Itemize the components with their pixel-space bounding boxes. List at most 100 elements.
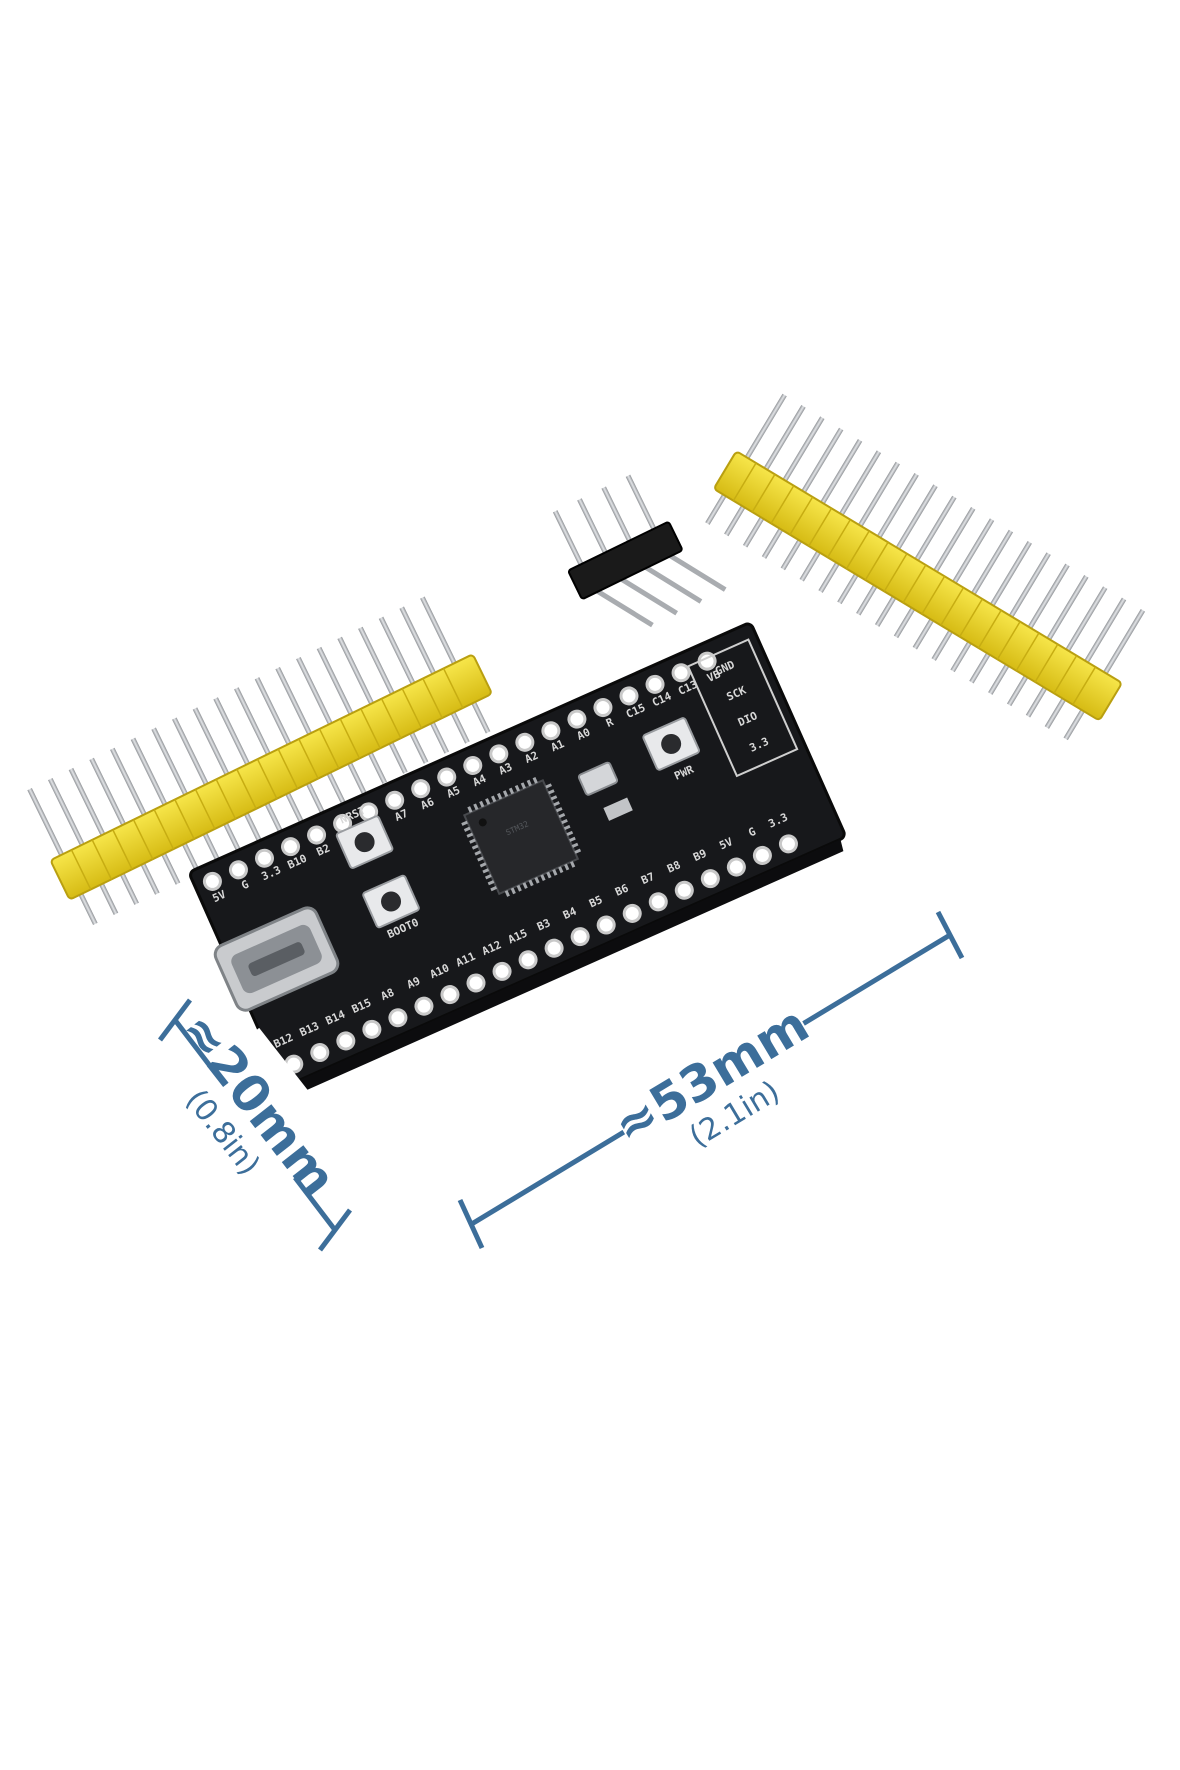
header-segment bbox=[194, 789, 216, 830]
chip-leg bbox=[469, 838, 476, 844]
header-segment bbox=[883, 553, 908, 592]
pin-label: A5 bbox=[445, 784, 462, 801]
pin-label: A6 bbox=[419, 795, 437, 812]
small-component bbox=[603, 797, 633, 821]
pin-hole bbox=[570, 927, 590, 947]
pin-hole bbox=[515, 732, 535, 752]
chip-leg bbox=[558, 813, 566, 819]
pin-hole bbox=[385, 790, 405, 810]
chip-leg bbox=[477, 856, 484, 862]
pin-label: B6 bbox=[613, 881, 631, 898]
chip-leg bbox=[463, 826, 471, 832]
pin-hole bbox=[674, 880, 694, 900]
header-segment bbox=[442, 668, 464, 709]
header-segment bbox=[401, 688, 423, 729]
user-button: PWR bbox=[642, 717, 700, 783]
pin-label: B9 bbox=[691, 847, 708, 864]
chip-leg bbox=[534, 876, 540, 884]
chip-leg bbox=[522, 882, 528, 889]
header-segment bbox=[298, 738, 319, 779]
pin-hole bbox=[752, 845, 772, 865]
pin-hole bbox=[414, 996, 434, 1016]
chip-leg bbox=[547, 789, 555, 795]
pin-hole bbox=[622, 903, 642, 923]
pin-hole bbox=[254, 848, 274, 868]
pin-hole bbox=[567, 709, 587, 729]
chip-leg bbox=[490, 886, 498, 892]
chip-leg bbox=[570, 861, 576, 868]
chip-leg bbox=[479, 862, 487, 868]
small-angled-header bbox=[552, 474, 727, 628]
header-segment bbox=[318, 728, 340, 769]
usb-c-connector bbox=[213, 906, 340, 1012]
chip-leg bbox=[485, 798, 491, 805]
angled-pin bbox=[577, 498, 613, 564]
pin-label: G bbox=[746, 825, 758, 840]
chip-leg bbox=[546, 871, 552, 879]
pin-hole bbox=[492, 961, 512, 981]
pin-hole bbox=[463, 755, 483, 775]
header-segment bbox=[380, 698, 402, 739]
header-segment bbox=[864, 541, 889, 581]
pin-label: B3 bbox=[535, 916, 552, 933]
pcb-board: 5VG3.3B10B2B1B0A7A6A5A4A3A2A1A0RC15C14C1… bbox=[189, 622, 846, 1102]
chip-leg bbox=[564, 863, 570, 871]
pin-label: B2 bbox=[315, 841, 332, 858]
header-segment bbox=[153, 809, 175, 850]
pin-hole bbox=[440, 985, 460, 1005]
pin-label: A1 bbox=[549, 737, 567, 754]
header-segment bbox=[256, 758, 278, 800]
chip-leg bbox=[558, 866, 564, 874]
angled-pin bbox=[625, 474, 661, 540]
pin-label: A7 bbox=[393, 807, 410, 824]
chip-leg bbox=[550, 795, 558, 801]
pin-hole bbox=[593, 698, 613, 718]
header-segment bbox=[808, 507, 833, 547]
header-segment bbox=[770, 485, 795, 524]
pin-hole bbox=[619, 686, 639, 706]
pin-label: B8 bbox=[665, 858, 682, 875]
pin-hole bbox=[281, 837, 301, 857]
pin-hole bbox=[648, 892, 668, 912]
pin-label: A0 bbox=[575, 726, 592, 743]
header-segment bbox=[1072, 666, 1097, 706]
pin-hole bbox=[202, 871, 222, 891]
crystal bbox=[577, 761, 619, 796]
header-segment bbox=[845, 530, 870, 570]
chip-leg bbox=[545, 783, 552, 789]
header-segment bbox=[940, 587, 965, 626]
header-segment bbox=[789, 496, 814, 536]
left-pin-header bbox=[27, 596, 492, 926]
chip-leg bbox=[479, 800, 485, 808]
angled-pin-leg bbox=[614, 573, 679, 616]
header-segment bbox=[91, 839, 113, 880]
header-segment bbox=[959, 598, 983, 638]
header-segment bbox=[1053, 655, 1078, 694]
pin-label: B7 bbox=[639, 870, 656, 887]
header-segment bbox=[132, 819, 154, 860]
chip-leg bbox=[510, 887, 516, 895]
chip-leg bbox=[566, 830, 574, 836]
chip-leg bbox=[474, 850, 482, 856]
pin-label: B5 bbox=[587, 893, 604, 910]
angled-pin bbox=[552, 510, 589, 576]
chip-leg bbox=[574, 848, 582, 854]
chip-leg bbox=[526, 779, 532, 787]
chip-leg bbox=[569, 836, 576, 842]
pin-hole bbox=[726, 857, 746, 877]
chip-leg bbox=[485, 874, 492, 880]
chip-leg bbox=[467, 806, 473, 813]
header-segment bbox=[215, 779, 237, 820]
chip-leg bbox=[552, 869, 558, 876]
chip-leg bbox=[528, 879, 534, 887]
chip-leg bbox=[482, 868, 490, 874]
chip-leg bbox=[508, 787, 515, 795]
header-segment bbox=[70, 849, 92, 890]
chip-leg bbox=[461, 820, 468, 826]
chip-leg bbox=[532, 777, 538, 784]
mcu-chip: STM32 bbox=[461, 777, 582, 897]
pin-hole bbox=[700, 869, 720, 889]
header-segment bbox=[277, 748, 299, 789]
pin-label: B4 bbox=[561, 905, 579, 922]
